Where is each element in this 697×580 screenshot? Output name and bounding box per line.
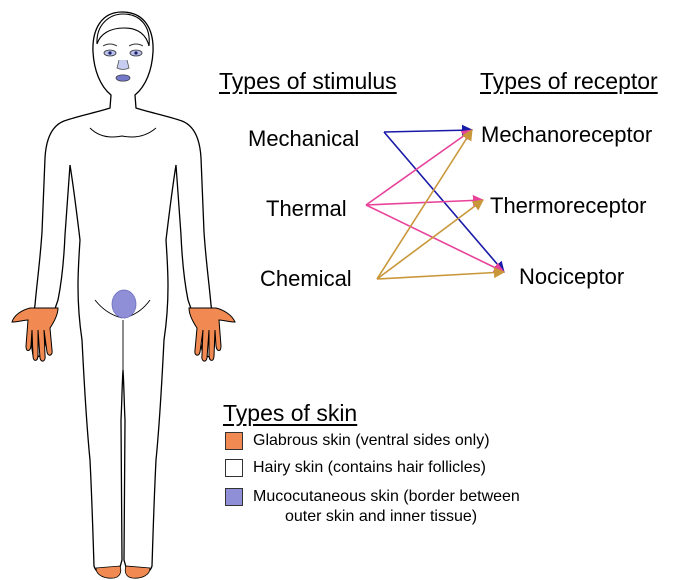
arrow-mechanical-to-mechanoreceptor: [384, 130, 472, 132]
receptor-heading: Types of receptor: [480, 70, 658, 93]
arrow-thermal-to-nociceptor: [366, 205, 504, 272]
mucocutaneous-label-line2: outer skin and inner tissue): [285, 509, 477, 525]
receptor-mechanoreceptor: Mechanoreceptor: [481, 124, 652, 146]
arrow-chemical-to-nociceptor: [377, 272, 504, 279]
receptor-thermoreceptor: Thermoreceptor: [490, 195, 647, 217]
glabrous-swatch: [225, 432, 243, 450]
stimulus-heading: Types of stimulus: [219, 70, 397, 93]
stimulus-mechanical: Mechanical: [248, 128, 359, 150]
mucocutaneous-label-line1: Mucocutaneous skin (border between: [253, 489, 520, 505]
mucocutaneous-swatch: [225, 488, 243, 506]
stimulus-thermal: Thermal: [266, 198, 347, 220]
arrow-chemical-to-thermoreceptor: [377, 200, 483, 279]
arrow-thermal-to-mechanoreceptor: [366, 130, 472, 205]
skin-heading: Types of skin: [223, 402, 357, 425]
glabrous-label: Glabrous skin (ventral sides only): [253, 433, 490, 449]
stimulus-chemical: Chemical: [260, 268, 352, 290]
hairy-label: Hairy skin (contains hair follicles): [253, 460, 486, 476]
hairy-swatch: [225, 459, 243, 477]
receptor-nociceptor: Nociceptor: [519, 266, 624, 288]
